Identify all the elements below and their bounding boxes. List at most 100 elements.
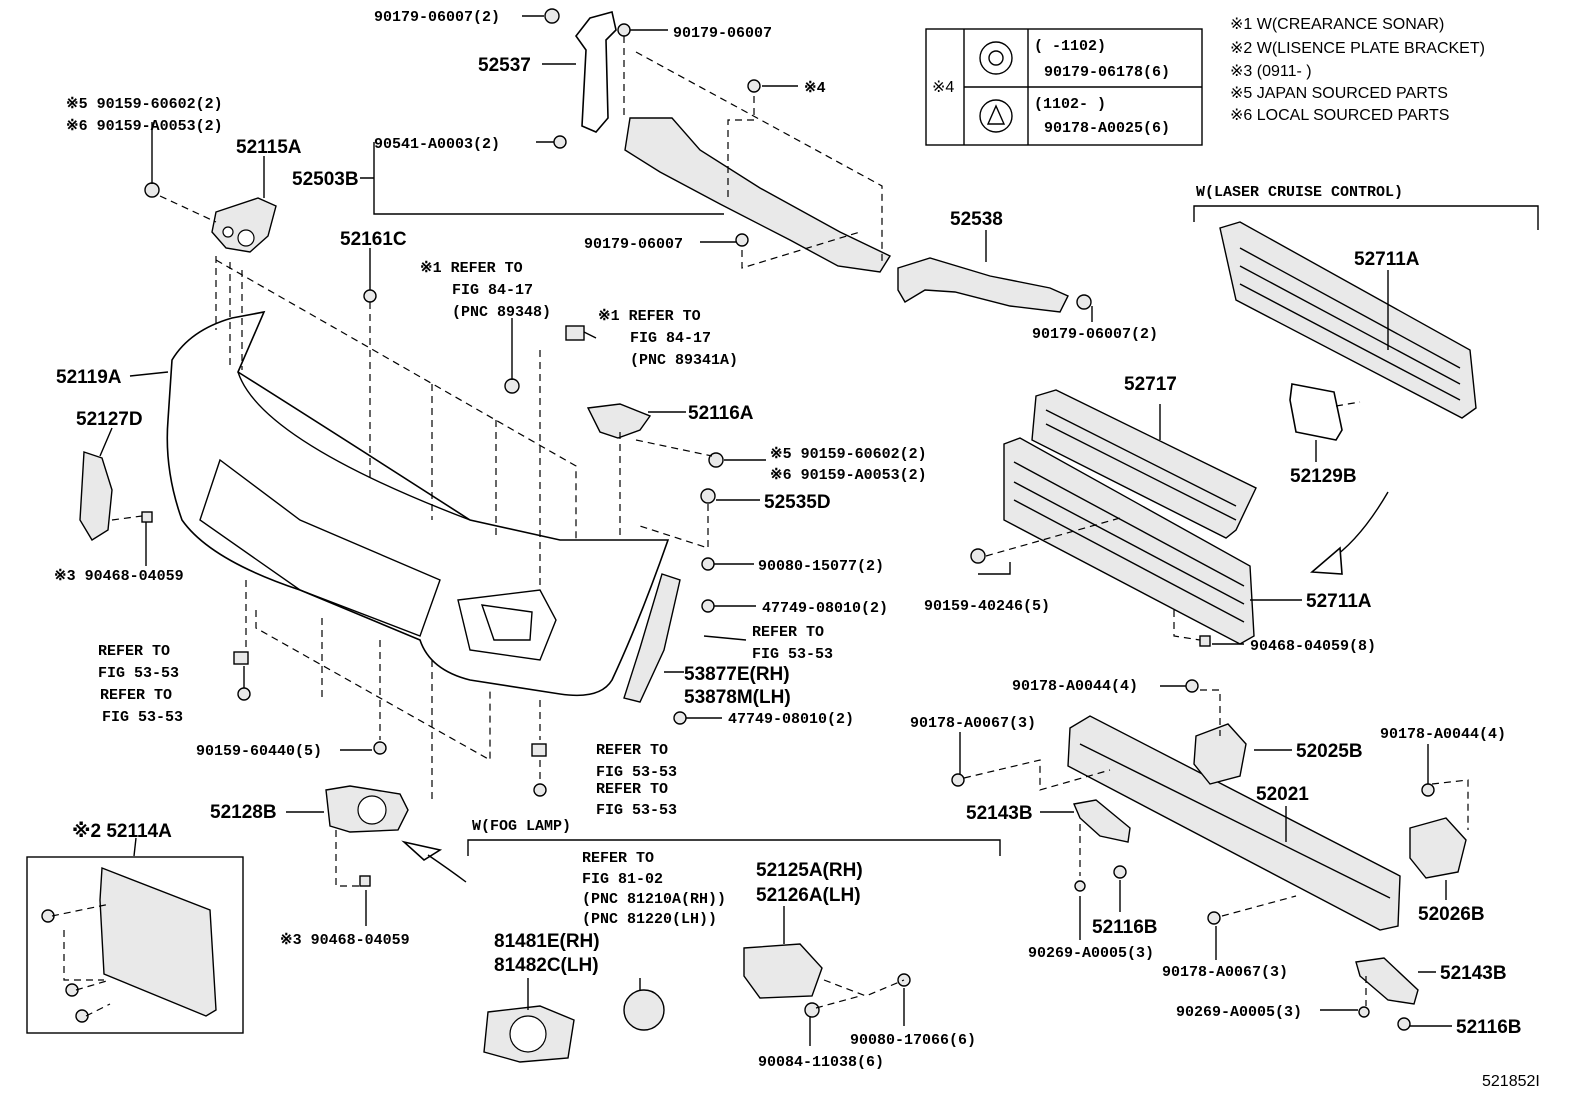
bracket-52115a-drawing [211, 197, 277, 253]
label-pnc-81220: (PNC 81220(LH)) [582, 911, 717, 928]
label-fig-84-17-b: FIG 84-17 [630, 330, 711, 347]
retainer-53877e-drawing [623, 573, 681, 703]
legend-row1-range: ( -1102) [1034, 38, 1106, 55]
label-52125a-rh: 52125A(RH) [756, 860, 863, 881]
fastener-symbols [41, 8, 1435, 1031]
label-figure-code: 521852I [1482, 1073, 1540, 1090]
bracket-52537-drawing [575, 11, 617, 133]
label-47749-08010-a: 47749-08010(2) [762, 600, 888, 617]
label-90179-06007-mid: 90179-06007 [584, 236, 683, 253]
label-90179-06007-2-top: 90179-06007(2) [374, 9, 500, 26]
bracket-52025b-drawing [1193, 723, 1247, 785]
note-2: ※2 W(LISENCE PLATE BRACKET) [1230, 40, 1485, 57]
label-52711a-lower: 52711A [1306, 591, 1372, 612]
label-refer-84-17-b: ※1 REFER TO [598, 308, 701, 325]
label-90178-a0044-right: 90178-A0044(4) [1380, 726, 1506, 743]
label-52711a-upper: 52711A [1354, 249, 1420, 270]
label-fig-84-17-a: FIG 84-17 [452, 282, 533, 299]
label-52026b: 52026B [1418, 904, 1485, 925]
license-plate-box [26, 856, 244, 1034]
label-52161c: 52161C [340, 229, 407, 250]
grille-52711a-lower-drawing [1003, 437, 1255, 645]
label-w-laser-cruise: W(LASER CRUISE CONTROL) [1196, 184, 1403, 201]
label-52537: 52537 [478, 55, 531, 76]
label-note3-90468-04059-left: ※3 90468-04059 [54, 568, 184, 585]
label-52717: 52717 [1124, 374, 1177, 395]
label-47749-08010-b: 47749-08010(2) [728, 711, 854, 728]
label-refer-53-53-d: REFER TO [596, 742, 668, 759]
legend-note4-mark: ※4 [932, 79, 954, 96]
label-refer-53-53-a: REFER TO [752, 624, 824, 641]
label-refer-84-17-a: ※1 REFER TO [420, 260, 523, 277]
grille-52711a-upper-drawing [1219, 221, 1477, 419]
label-81482c-lh: 81482C(LH) [494, 955, 599, 976]
label-52116b-left: 52116B [1092, 917, 1158, 938]
label-90178-a0067-right: 90178-A0067(3) [1162, 964, 1288, 981]
grille-52717-drawing [1031, 389, 1257, 539]
label-52129b: 52129B [1290, 466, 1357, 487]
label-fig-53-53-d: FIG 53-53 [596, 764, 677, 781]
label-fig-53-53-c: FIG 53-53 [102, 709, 183, 726]
note-5: ※5 JAPAN SOURCED PARTS [1230, 85, 1448, 102]
label-90084-11038: 90084-11038(6) [758, 1054, 884, 1071]
label-90269-a0005-right: 90269-A0005(3) [1176, 1004, 1302, 1021]
label-53878m-lh: 53878M(LH) [684, 687, 791, 708]
bracket-52026b-drawing [1409, 817, 1467, 879]
label-52116b-right: 52116B [1456, 1017, 1522, 1038]
bracket-52143b-left-drawing [1073, 799, 1131, 843]
label-52143b-left: 52143B [966, 803, 1033, 824]
label-90179-06007-top: 90179-06007 [673, 25, 772, 42]
label-52127d: 52127D [76, 409, 143, 430]
absorber-52021-drawing [1067, 715, 1401, 931]
label-fig-53-53-e: FIG 53-53 [596, 802, 677, 819]
side-seal-52127d-drawing [79, 451, 113, 541]
legend-text: ※4 ( -1102) 90179-06178(6) (1102- ) 9017… [932, 38, 1170, 137]
label-90159-60440: 90159-60440(5) [196, 743, 322, 760]
label-note4-nut: ※4 [804, 80, 826, 97]
label-90159-40246: 90159-40246(5) [924, 598, 1050, 615]
label-refer-53-53-c: REFER TO [100, 687, 172, 704]
label-52535d: 52535D [764, 492, 831, 513]
label-fig-53-53-a: FIG 53-53 [752, 646, 833, 663]
fog-housing-52125a-drawing [743, 943, 823, 999]
note-3: ※3 (0911- ) [1230, 63, 1312, 80]
part-labels: 90179-06007(2) 90179-06007 52537 ※4 9054… [54, 9, 1540, 1090]
label-52119a: 52119A [56, 367, 122, 388]
bracket-52129b-drawing [1289, 383, 1343, 441]
label-52025b: 52025B [1296, 741, 1363, 762]
label-note5-90159-60602-b: ※5 90159-60602(2) [770, 446, 927, 463]
reinforcement-52503b-drawing [624, 117, 892, 273]
bracket-52538-drawing [897, 257, 1069, 313]
bracket-52116a-drawing [586, 403, 652, 439]
label-pnc-89341a: (PNC 89341A) [630, 352, 738, 369]
label-90468-04059-8: 90468-04059(8) [1250, 638, 1376, 655]
assembly-dashed-lines [51, 36, 1469, 1017]
label-52116a: 52116A [688, 403, 754, 424]
label-refer-81-02: REFER TO [582, 850, 654, 867]
label-note2-52114a: ※2 52114A [72, 821, 172, 842]
label-90178-a0044-left: 90178-A0044(4) [1012, 678, 1138, 695]
label-52115a: 52115A [236, 137, 302, 158]
label-52143b-right: 52143B [1440, 963, 1507, 984]
label-pnc-89348: (PNC 89348) [452, 304, 551, 321]
label-90080-15077: 90080-15077(2) [758, 558, 884, 575]
label-note5-90159-60602: ※5 90159-60602(2) [66, 96, 223, 113]
note-6: ※6 LOCAL SOURCED PARTS [1230, 107, 1449, 124]
legend-row1-part: 90179-06178(6) [1044, 64, 1170, 81]
label-52021: 52021 [1256, 784, 1309, 805]
label-fig-81-02: FIG 81-02 [582, 871, 663, 888]
bumper-cover-52119a-drawing [166, 310, 670, 697]
label-fig-53-53-b: FIG 53-53 [98, 665, 179, 682]
plate-bracket-52114a-drawing [99, 867, 217, 1017]
label-refer-53-53-e: REFER TO [596, 781, 668, 798]
label-refer-53-53-b: REFER TO [98, 643, 170, 660]
label-90179-06007-2-right: 90179-06007(2) [1032, 326, 1158, 343]
label-53877e-rh: 53877E(RH) [684, 664, 790, 685]
legend-row2-part: 90178-A0025(6) [1044, 120, 1170, 137]
note-1: ※1 W(CREARANCE SONAR) [1230, 16, 1444, 33]
notes-list: ※1 W(CREARANCE SONAR) ※2 W(LISENCE PLATE… [1230, 16, 1485, 124]
legend-row2-range: (1102- ) [1034, 96, 1106, 113]
label-w-fog-lamp: W(FOG LAMP) [472, 818, 571, 835]
